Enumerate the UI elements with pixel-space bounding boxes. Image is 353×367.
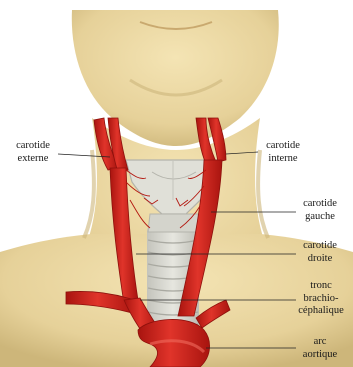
label-carotide-externe: carotide externe <box>4 140 62 165</box>
label-tronc-brachio-cephalique: tronc brachio- céphalique <box>290 280 352 318</box>
label-carotide-gauche: carotide gauche <box>292 198 348 223</box>
label-arc-aortique: arc aortique <box>292 336 348 361</box>
label-carotide-interne: carotide interne <box>254 140 312 165</box>
label-carotide-droite: carotide droite <box>292 240 348 265</box>
